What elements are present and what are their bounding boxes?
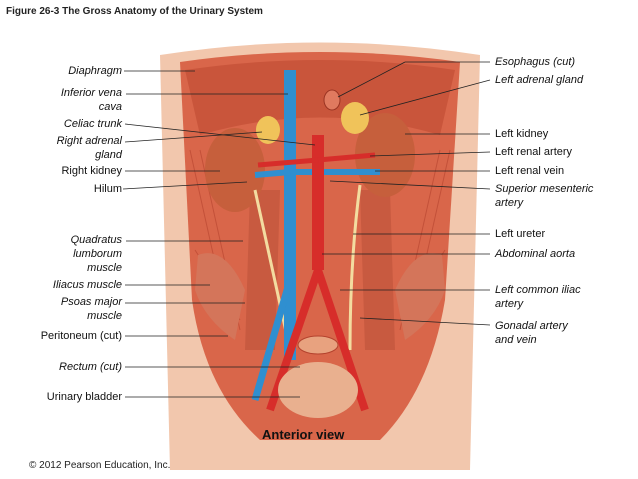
figure-title: Figure 26-3 The Gross Anatomy of the Uri…	[6, 6, 263, 17]
psoas-right	[245, 190, 280, 350]
rectum-shape	[297, 335, 339, 355]
label-gonadal-artery-vein: Gonadal artery and vein	[495, 320, 568, 346]
renal-artery-left	[317, 152, 376, 163]
iliacus-left	[395, 253, 445, 340]
copyright: © 2012 Pearson Education, Inc.	[29, 460, 171, 471]
iliacus-right	[195, 253, 245, 340]
left-kidney-shape	[355, 113, 415, 197]
label-superior-mesenteric-artery: Superior mesenteric artery	[495, 183, 594, 209]
label-left-kidney: Left kidney	[495, 128, 549, 140]
esophagus-shape	[323, 89, 341, 111]
label-left-common-iliac: Left common iliac artery	[495, 284, 581, 310]
label-left-renal-vein: Left renal vein	[495, 165, 565, 177]
label-urinary-bladder: Urinary bladder	[46, 391, 122, 403]
renal-artery-right	[257, 157, 319, 168]
label-diaphragm: Diaphragm	[68, 65, 122, 77]
iliac-artery-right	[266, 268, 322, 412]
label-peritoneum: Peritoneum (cut)	[40, 330, 122, 342]
view-caption: Anterior view	[262, 427, 345, 442]
label-hilum: Hilum	[93, 183, 122, 195]
label-left-renal-artery: Left renal artery	[495, 146, 573, 158]
left-ureter	[348, 184, 362, 351]
label-inferior-vena-cava: Inferior vena cava	[60, 87, 122, 113]
leader-lines	[122, 61, 491, 398]
label-right-adrenal-gland: Right adrenal gland	[56, 135, 122, 161]
right-adrenal-shape	[256, 116, 280, 144]
label-iliacus-muscle: Iliacus muscle	[52, 279, 122, 291]
label-left-adrenal-gland: Left adrenal gland	[495, 74, 584, 86]
label-esophagus: Esophagus (cut)	[495, 56, 576, 68]
label-left-ureter: Left ureter	[495, 228, 546, 240]
label-quadratus-lumborum: Quadratus lumborum muscle	[70, 234, 122, 274]
right-kidney-shape	[205, 128, 265, 212]
bladder-shape	[278, 362, 358, 418]
label-abdominal-aorta: Abdominal aorta	[495, 248, 576, 260]
left-adrenal-shape	[341, 102, 369, 134]
label-celiac-trunk: Celiac trunk	[63, 118, 122, 130]
label-psoas-major: Psoas major muscle	[60, 296, 122, 322]
label-right-kidney: Right kidney	[61, 165, 122, 177]
label-rectum: Rectum (cut)	[59, 361, 122, 373]
iliac-vein-right	[251, 279, 294, 401]
renal-vein-right	[254, 169, 291, 178]
psoas-left	[360, 190, 395, 350]
